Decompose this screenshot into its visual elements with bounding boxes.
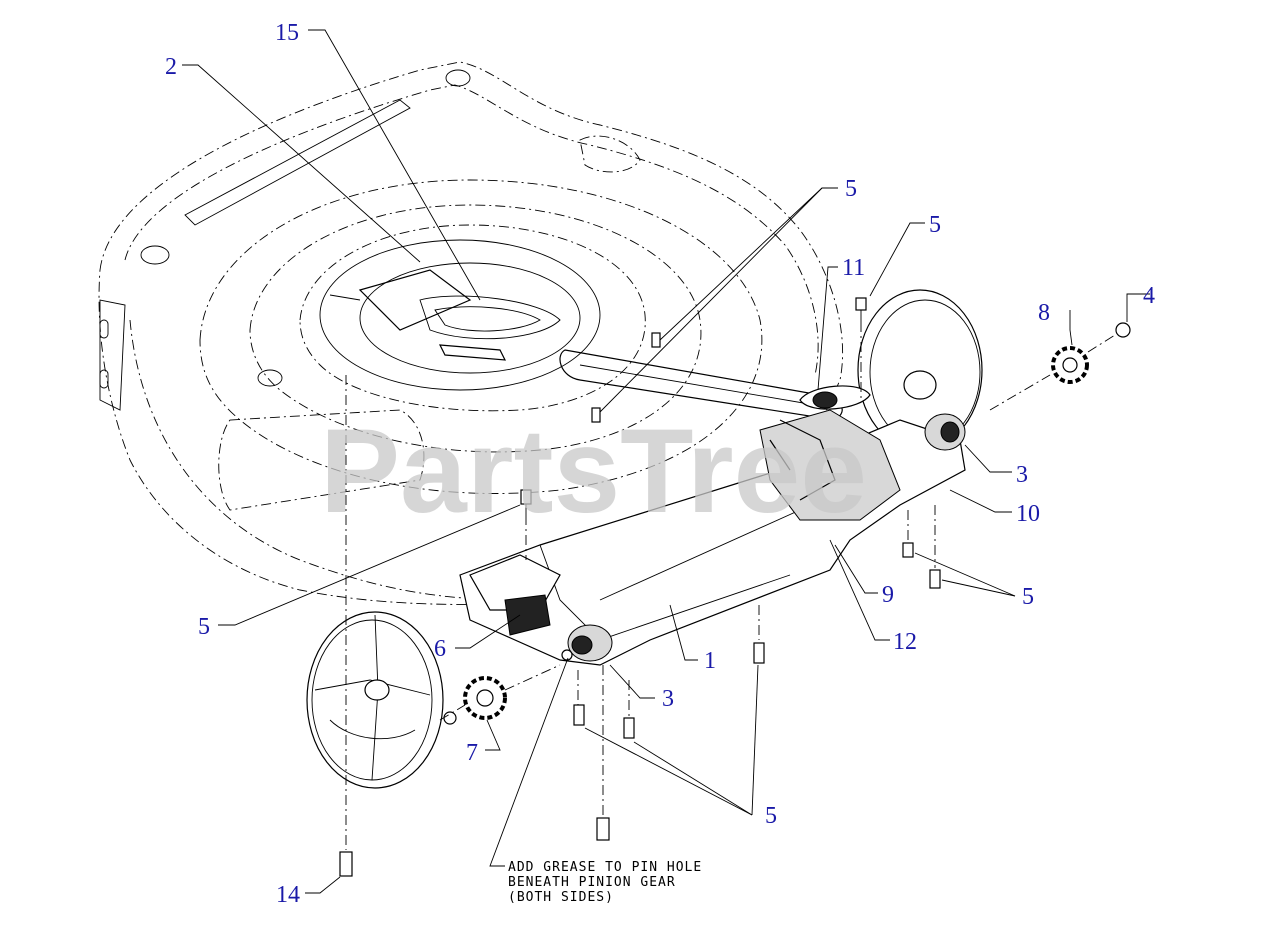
rear-wheel bbox=[857, 289, 983, 451]
front-wheel bbox=[306, 611, 444, 789]
bolt bbox=[520, 489, 532, 515]
pinion-gear-right bbox=[924, 413, 966, 451]
callout-5: 5 bbox=[1022, 584, 1034, 610]
blade-area bbox=[319, 239, 601, 391]
bolt bbox=[855, 297, 867, 322]
callout-3: 3 bbox=[662, 686, 674, 712]
bolt bbox=[902, 542, 914, 558]
callout-5: 5 bbox=[845, 176, 857, 202]
callout-1: 1 bbox=[704, 648, 716, 674]
bolt bbox=[929, 569, 941, 589]
callout-10: 10 bbox=[1016, 501, 1040, 527]
mower-deck bbox=[98, 61, 844, 605]
bolt bbox=[591, 407, 601, 423]
bolt bbox=[753, 642, 765, 664]
callout-5: 5 bbox=[198, 614, 210, 640]
callout-7: 7 bbox=[466, 740, 478, 766]
bolt bbox=[596, 817, 610, 841]
note-line-1: ADD GREASE TO PIN HOLE bbox=[508, 860, 702, 875]
center-lines bbox=[345, 322, 1116, 850]
grease-note: ADD GREASE TO PIN HOLE BENEATH PINION GE… bbox=[508, 860, 702, 905]
bolt bbox=[651, 332, 661, 348]
callout-5: 5 bbox=[929, 212, 941, 238]
drive-gear-7 bbox=[463, 676, 507, 720]
callouts: 15 2 5 5 11 8 4 3 10 5 9 12 5 6 1 3 7 5 … bbox=[165, 20, 1155, 908]
drive-gear-8 bbox=[1051, 346, 1089, 384]
callout-3: 3 bbox=[1016, 462, 1028, 488]
callout-2: 2 bbox=[165, 54, 177, 80]
note-line-2: BENEATH PINION GEAR bbox=[508, 875, 676, 890]
callout-8: 8 bbox=[1038, 300, 1050, 326]
note-line-3: (BOTH SIDES) bbox=[508, 890, 614, 905]
callout-14: 14 bbox=[276, 882, 300, 908]
callout-4: 4 bbox=[1143, 283, 1155, 309]
bolt bbox=[623, 717, 635, 739]
bolt bbox=[339, 851, 353, 877]
watermark: PartsTree bbox=[320, 404, 867, 538]
callout-12: 12 bbox=[893, 629, 917, 655]
callout-6: 6 bbox=[434, 636, 446, 662]
callout-11: 11 bbox=[842, 255, 865, 281]
pinion-gear-left bbox=[561, 624, 613, 662]
bolt bbox=[1115, 322, 1131, 338]
bolts bbox=[339, 297, 1131, 877]
drive-housing bbox=[459, 385, 966, 666]
bolt bbox=[573, 704, 585, 726]
leader-lines bbox=[182, 29, 1150, 894]
callout-5: 5 bbox=[765, 803, 777, 829]
bolt bbox=[443, 711, 457, 725]
callout-9: 9 bbox=[882, 582, 894, 608]
callout-15: 15 bbox=[275, 20, 299, 46]
